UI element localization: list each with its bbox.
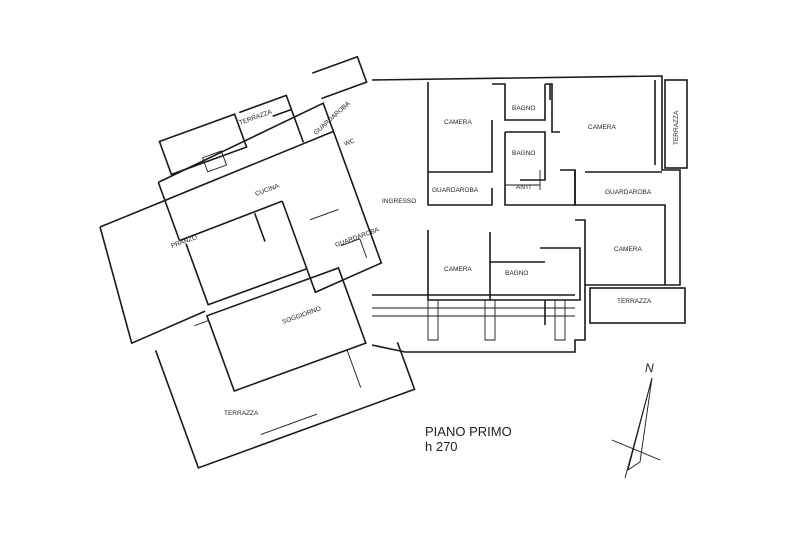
north-arrow: N: [611, 361, 661, 479]
room-label: INGRESSO: [382, 198, 416, 205]
room-label: CAMERA: [444, 119, 472, 126]
room-label: CAMERA: [588, 124, 616, 131]
room-label: BAGNO: [512, 105, 535, 112]
room-label: GUARDAROBA: [605, 189, 652, 196]
room-label: CUCINA: [254, 183, 280, 198]
room-label: SOGGIORNO: [281, 305, 322, 326]
plan-title: PIANO PRIMO: [425, 424, 512, 439]
room-label: ANTI: [516, 184, 531, 191]
room-label: GUARDAROBA: [334, 226, 380, 249]
room-label: PRANZO: [170, 234, 198, 250]
room-label: CAMERA: [614, 246, 642, 253]
room-label: TERRAZZA: [673, 110, 680, 145]
room-label: CAMERA: [444, 266, 472, 273]
north-label: N: [645, 361, 654, 375]
plan-height-note: h 270: [425, 439, 458, 454]
room-label: BAGNO: [505, 270, 528, 277]
room-label: GUARDAROBA: [432, 187, 479, 194]
left-wing-details: [194, 150, 368, 327]
room-label: TERRAZZA: [617, 298, 652, 305]
left-wing-walls: [99, 55, 416, 469]
room-labels: TERRAZZA GUARDAROBA WC CUCINA PRANZO ING…: [170, 100, 680, 417]
room-label: TERRAZZA: [224, 410, 259, 417]
room-label: BAGNO: [512, 150, 535, 157]
room-label: WC: [343, 137, 356, 147]
right-wing-walls: [371, 75, 688, 353]
